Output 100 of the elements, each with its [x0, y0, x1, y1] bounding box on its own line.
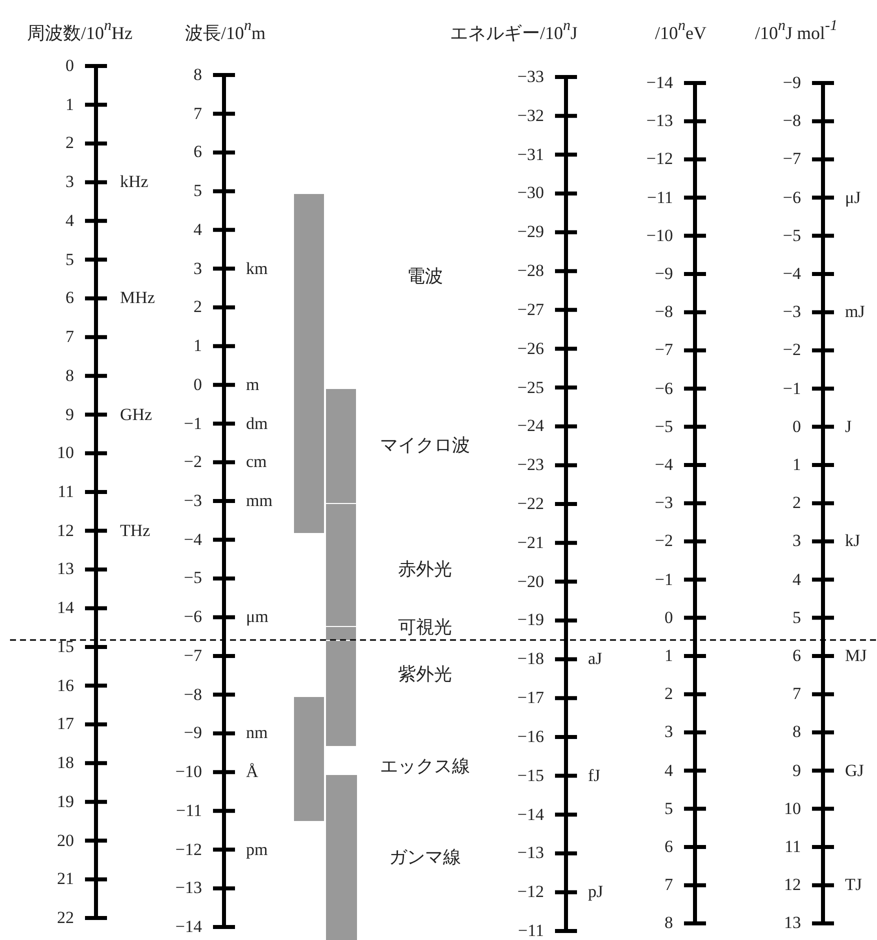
axis-title: /10$^{n}$J mol$^{-1}$: [755, 20, 838, 45]
tick-label: 3: [792, 531, 801, 552]
unit-label: MHz: [120, 288, 155, 308]
tick-label: 1: [64, 94, 74, 115]
tick-label: −6: [182, 607, 202, 628]
unit-label: aJ: [588, 649, 602, 670]
band-label: エックス線: [379, 755, 471, 778]
tick-label: 15: [56, 636, 74, 657]
tick-label: −21: [516, 532, 544, 553]
tick-label: −1: [654, 570, 673, 590]
tick-label: −22: [516, 494, 544, 514]
unit-label: fJ: [588, 766, 600, 786]
tick-label: −12: [516, 882, 544, 902]
tick-label: −20: [516, 572, 544, 592]
axis-title: エネルギー/10$^{n}$J: [450, 20, 578, 45]
unit-label: nm: [246, 723, 268, 744]
unit-label: J: [845, 416, 852, 437]
tick-label: 10: [783, 798, 801, 819]
tick-label: 8: [64, 366, 74, 386]
tick-label: 11: [784, 837, 801, 857]
tick-label: 18: [56, 753, 74, 774]
band-label: 電波: [406, 265, 444, 288]
tick-label: 12: [56, 520, 74, 541]
unit-label: μJ: [845, 188, 861, 208]
unit-label: TJ: [845, 875, 862, 896]
tick-label: −30: [516, 183, 544, 204]
tick-label: −11: [175, 800, 202, 821]
tick-label: 16: [56, 676, 74, 696]
tick-label: −12: [645, 149, 673, 170]
tick-label: 13: [783, 913, 801, 934]
tick-label: 17: [56, 714, 74, 734]
tick-label: 2: [792, 493, 801, 514]
unit-label: GJ: [845, 760, 864, 781]
tick-label: 4: [792, 570, 801, 590]
tick-label: −26: [516, 338, 544, 359]
tick-label: 3: [192, 258, 202, 279]
tick-label: −3: [782, 302, 801, 322]
unit-label: kJ: [845, 531, 860, 552]
tick-label: −16: [516, 726, 544, 747]
tick-label: 19: [56, 792, 74, 812]
unit-label: m: [246, 374, 260, 395]
axis-title: 波長/10$^{n}$m: [185, 20, 266, 45]
tick-label: 13: [56, 559, 74, 580]
tick-label: −19: [516, 610, 544, 630]
tick-label: 8: [192, 65, 202, 85]
tick-label: −15: [516, 766, 544, 786]
tick-label: 7: [192, 104, 202, 124]
tick-label: −9: [782, 73, 801, 93]
tick-label: −29: [516, 222, 544, 242]
tick-label: −5: [654, 416, 673, 437]
tick-label: 0: [192, 374, 202, 395]
tick-label: 14: [56, 598, 74, 618]
tick-label: 4: [192, 220, 202, 240]
tick-label: −14: [645, 73, 673, 93]
band-label: 可視光: [397, 616, 453, 639]
tick-label: −8: [782, 111, 801, 132]
tick-label: 5: [64, 250, 74, 270]
unit-label: dm: [246, 414, 268, 434]
tick-label: 10: [56, 443, 74, 464]
tick-label: 3: [64, 172, 74, 192]
tick-label: 7: [64, 327, 74, 348]
tick-label: −7: [182, 646, 202, 666]
tick-label: −28: [516, 261, 544, 282]
tick-label: 5: [792, 608, 801, 628]
tick-label: −1: [182, 414, 202, 434]
tick-label: 9: [792, 760, 801, 781]
tick-label: 21: [56, 869, 74, 890]
band-label: ガンマ線: [388, 846, 462, 869]
axis-title: /10$^{n}$eV: [655, 20, 707, 45]
unit-label: mm: [246, 491, 272, 512]
tick-label: −9: [654, 264, 673, 284]
tick-label: 5: [664, 798, 673, 819]
tick-label: −10: [174, 762, 202, 782]
tick-label: 7: [792, 684, 801, 704]
tick-label: −13: [645, 111, 673, 132]
tick-label: −6: [654, 378, 673, 399]
unit-label: cm: [246, 452, 267, 472]
tick-label: −13: [516, 843, 544, 864]
tick-label: −6: [782, 188, 801, 208]
unit-label: km: [246, 258, 268, 279]
tick-label: −7: [654, 340, 673, 360]
tick-label: −4: [654, 455, 673, 475]
unit-label: Å: [246, 762, 258, 782]
tick-label: −1: [782, 378, 801, 399]
tick-label: 6: [192, 142, 202, 162]
spectrum-band-bar: [326, 504, 356, 626]
tick-label: 1: [792, 455, 801, 475]
tick-label: 2: [664, 684, 673, 704]
tick-label: −11: [517, 921, 544, 940]
spectrum-band-bar: [326, 627, 356, 640]
tick-label: 0: [792, 416, 801, 437]
tick-label: −8: [654, 302, 673, 322]
unit-label: kHz: [120, 172, 148, 192]
band-label: マイクロ波: [379, 434, 471, 457]
tick-label: 0: [64, 56, 74, 76]
band-label: 赤外光: [397, 558, 453, 581]
tick-label: −4: [782, 264, 801, 284]
tick-label: 8: [792, 722, 801, 742]
spectrum-band-bar: [294, 194, 324, 533]
tick-label: 12: [783, 875, 801, 896]
